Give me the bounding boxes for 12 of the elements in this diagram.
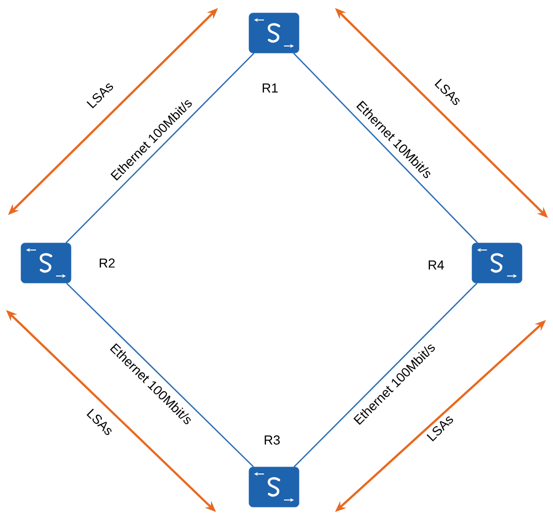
- link-line: [294, 282, 478, 468]
- router-icon: [248, 466, 300, 508]
- router-label: R4: [428, 260, 444, 270]
- router-label: R3: [264, 435, 280, 445]
- link-line: [66, 282, 254, 468]
- link-line: [293, 52, 478, 244]
- link-line: [66, 52, 254, 244]
- router-icon: [248, 12, 300, 54]
- router-icon: [20, 242, 72, 284]
- router-label: R1: [262, 84, 278, 92]
- router-label: R2: [100, 258, 115, 268]
- router-icon: [472, 242, 522, 284]
